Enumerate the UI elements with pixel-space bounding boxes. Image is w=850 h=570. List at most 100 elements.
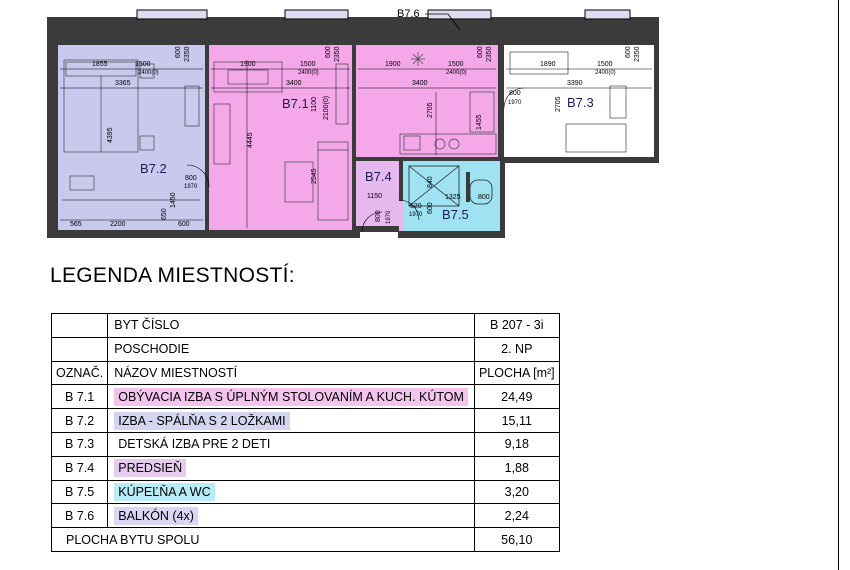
dim-b71k-v2: 1455 [476, 114, 483, 130]
room-area: 9,18 [473, 431, 560, 457]
legend-table: BYT ČÍSLO B 207 - 3i POSCHODIE 2. NP OZN… [50, 313, 560, 552]
legend-row-b73: B 7.3 DETSKÁ IZBA PRE 2 DETI 9,18 [50, 431, 560, 457]
dim-b75-right: 800 [478, 194, 490, 201]
room-name-text: OBÝVACIA IZBA S ÚPLNÝM STOLOVANÍM A KUCH… [114, 387, 468, 406]
dim-b75-v2: 600 [427, 202, 434, 214]
room-area: 2,24 [473, 503, 560, 529]
dim-b71k-top-r2: 2350 [486, 46, 493, 62]
dim-b72-top-r1: 600 [175, 46, 182, 58]
room-area: 24,49 [473, 384, 560, 410]
legend-col-oznac: OZNAČ. [50, 360, 109, 386]
dim-b72-bottom-v2: 1450 [170, 192, 177, 208]
dim-b73-height: 2705 [555, 96, 562, 112]
room-id: B 7.5 [50, 479, 109, 505]
dim-b71k-top-r1: 600 [477, 46, 484, 58]
dim-b72-bottom-mid: 2200 [110, 221, 126, 228]
room-id: B 7.4 [50, 455, 109, 481]
dim-b74-door-w: 800 [375, 210, 382, 222]
dim-b71-top-mid: 1500 [300, 61, 316, 68]
floor-plan: 1855 1500 2400(0) 600 2350 3365 4395 800… [47, 8, 659, 238]
room-label-b75: B7.5 [442, 207, 469, 222]
room-name: DETSKÁ IZBA PRE 2 DETI [107, 431, 475, 457]
legend-row-b75: B 7.5 KÚPEĽŇA A WC 3,20 [50, 479, 560, 505]
sofa-icon [213, 61, 349, 221]
room-name-text: KÚPEĽŇA A WC [114, 482, 215, 501]
room-label-b72: B7.2 [140, 161, 167, 176]
room-id: B 7.3 [50, 431, 109, 457]
dim-b72-bottom-left: 565 [70, 221, 82, 228]
room-label-b73: B7.3 [567, 95, 594, 110]
legend-col-nazov: NÁZOV MIESTNOSTÍ [107, 360, 475, 386]
door-swings [186, 87, 525, 233]
dim-b72-bottom-right: 600 [178, 221, 190, 228]
legend-row-total: PLOCHA BYTU SPOLU 56,10 [51, 527, 560, 552]
room-area: 3,20 [473, 479, 560, 505]
room-name-text: DETSKÁ IZBA PRE 2 DETI [118, 437, 271, 452]
dim-b73-width: 3390 [567, 80, 583, 87]
dim-b75-door-h: 1970 [409, 212, 423, 218]
dim-b73-top-r2: 2350 [634, 46, 641, 62]
room-name-text: BALKÓN (4x) [114, 506, 198, 525]
room-name-text: IZBA - SPÁLŇA S 2 LOŽKAMI [114, 411, 290, 430]
legend-row-byt-cislo: BYT ČÍSLO B 207 - 3i [50, 313, 560, 338]
room-area: 1,88 [473, 455, 560, 481]
dim-b71-top-left: 1900 [240, 61, 256, 68]
dim-b75-door-w: 620 [410, 203, 422, 210]
dim-b71k-v1: 2705 [427, 102, 434, 118]
room-name: PREDSIEŇ [107, 455, 475, 481]
room-name: OBÝVACIA IZBA S ÚPLNÝM STOLOVANÍM A KUCH… [107, 384, 475, 410]
dim-b72-top-mid: 1500 [135, 61, 151, 68]
room-name: KÚPEĽŇA A WC [107, 479, 475, 505]
dim-b72-width: 3365 [115, 80, 131, 87]
dim-b72-bottom-v1: 650 [161, 208, 168, 220]
legend-title: LEGENDA MIESTNOSTÍ: [50, 264, 295, 287]
dim-b71-lower: 2545 [311, 168, 318, 184]
balcony-leader [425, 13, 461, 31]
dim-b71-v1: 1100 [311, 97, 318, 112]
dim-b72-top-r2: 2350 [184, 46, 191, 62]
room-id: B 7.6 [50, 503, 109, 529]
dim-b71-height: 4445 [247, 132, 254, 148]
page-border-line [838, 0, 839, 570]
room-b71-kitchen [356, 45, 498, 157]
dim-b72-top-small: 2400(0) [138, 70, 159, 76]
legend-value-byt-cislo: B 207 - 3i [473, 313, 560, 338]
legend-label-byt-cislo: BYT ČÍSLO [107, 313, 475, 338]
legend-value-poschodie: 2. NP [473, 336, 560, 362]
dim-b72-height: 4395 [107, 127, 114, 143]
room-b73 [504, 45, 654, 157]
room-label-b74: B7.4 [365, 169, 392, 184]
dim-b71-v2: 2100(0) [323, 96, 330, 120]
legend-row-b76: B 7.6 BALKÓN (4x) 2,24 [50, 503, 560, 529]
inner-walls [205, 45, 504, 230]
balcony-3 [427, 9, 492, 20]
dim-b71k-top-small: 2400(0) [446, 70, 467, 76]
room-area: 15,11 [473, 408, 560, 433]
room-name: BALKÓN (4x) [107, 503, 475, 529]
dim-b73-top-small: 2400(0) [595, 70, 616, 76]
legend-cell-empty [50, 313, 109, 338]
room-id: B 7.2 [50, 408, 109, 433]
dim-b73-top-r1: 600 [625, 46, 632, 58]
legend-col-plocha: PLOCHA [m²] [473, 360, 560, 386]
legend-row-b71: B 7.1 OBÝVACIA IZBA S ÚPLNÝM STOLOVANÍM … [50, 384, 560, 410]
kids-furniture-icon [509, 51, 627, 153]
room-name: IZBA - SPÁLŇA S 2 LOŽKAMI [107, 408, 475, 433]
legend-label-poschodie: POSCHODIE [107, 336, 475, 362]
dim-b71-top-r2: 2350 [334, 46, 341, 62]
legend-cell-empty [50, 336, 109, 362]
room-b71 [209, 45, 352, 230]
balcony-4 [584, 9, 631, 20]
dim-b71-top-r1: 600 [325, 46, 332, 58]
dim-b73-door-h: 1970 [508, 100, 522, 106]
dim-b74-width: 1150 [367, 193, 382, 200]
kitchen-counter-icon [399, 52, 497, 155]
dim-b73-door-w: 800 [509, 90, 521, 97]
dim-b71k-top-left: 1900 [385, 61, 401, 68]
legend-row-b74: B 7.4 PREDSIEŇ 1,88 [50, 455, 560, 481]
legend-total-value: 56,10 [473, 527, 560, 552]
legend-total-label: PLOCHA BYTU SPOLU [51, 527, 475, 552]
dim-b75-width: 1325 [445, 194, 461, 201]
dim-b71k-top-mid: 1500 [448, 61, 464, 68]
legend-row-b72: B 7.2 IZBA - SPÁLŇA S 2 LOŽKAMI 15,11 [50, 408, 560, 433]
